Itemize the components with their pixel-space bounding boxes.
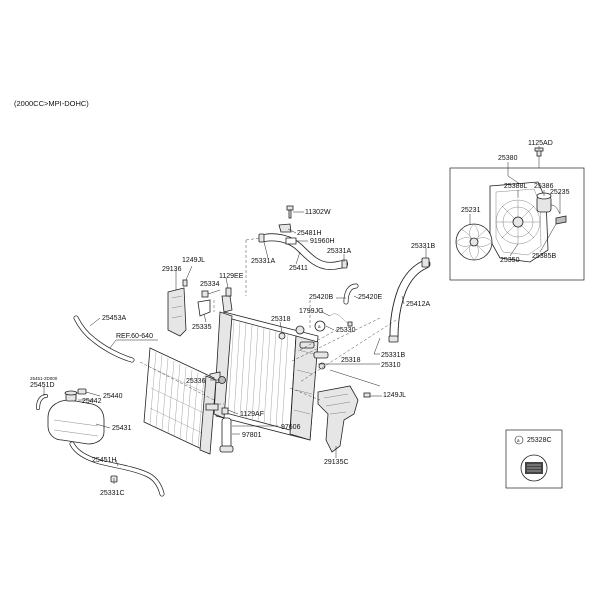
callout-25451h: 25451H bbox=[92, 457, 117, 464]
callout-25335: 25335 bbox=[192, 324, 212, 331]
callout-25331b-mid: 25331B bbox=[381, 352, 405, 359]
callout-1249jl-right: 1249JL bbox=[383, 392, 406, 399]
radiator bbox=[213, 311, 329, 441]
callout-91960h: 91960H bbox=[310, 238, 335, 245]
fan-connector bbox=[555, 215, 567, 225]
reservoir-tank bbox=[47, 390, 105, 445]
callout-25380: 25380 bbox=[498, 155, 518, 162]
callout-25331a-right: 25331A bbox=[327, 248, 351, 255]
callout-25350: 25350 bbox=[500, 257, 520, 264]
callout-97606: 97606 bbox=[281, 424, 301, 431]
radiator-cap-marker: a bbox=[318, 324, 321, 329]
callout-25331b-top: 25331B bbox=[411, 243, 435, 250]
label-25328c-box: a bbox=[505, 429, 563, 489]
fan-assembly bbox=[449, 147, 585, 281]
callout-25318-top: 25318 bbox=[271, 316, 291, 323]
callout-25431: 25431 bbox=[112, 425, 132, 432]
callout-11302w: 11302W bbox=[305, 209, 331, 216]
code-25451-2d000: 25451-2D000 bbox=[30, 376, 58, 381]
callout-25330: 25330 bbox=[336, 327, 356, 334]
callout-25451d: 25451D bbox=[30, 382, 55, 389]
callout-25331a-left: 25331A bbox=[251, 258, 275, 265]
callout-25331c: 25331C bbox=[100, 490, 125, 497]
header-text: (2000CC>MPI-DOHC) bbox=[14, 99, 89, 108]
callout-labels: 1125AD 25380 25388L 25386 25235 25231 25… bbox=[30, 140, 570, 497]
callout-25442: 25442 bbox=[82, 398, 102, 405]
condenser bbox=[143, 347, 234, 455]
callout-25318-bottom: 25318 bbox=[341, 357, 361, 364]
callout-25420b: 25420B bbox=[309, 294, 333, 301]
air-guard-right bbox=[317, 385, 359, 453]
callout-25420e: 25420E bbox=[358, 294, 382, 301]
box-marker: a bbox=[517, 438, 520, 443]
callout-25386: 25386 bbox=[534, 183, 554, 190]
callout-1249jl-left: 1249JL bbox=[182, 257, 205, 264]
ref-label: REF.60-640 bbox=[116, 333, 153, 340]
callout-25412a: 25412A bbox=[406, 301, 430, 308]
air-guard-left bbox=[167, 287, 187, 337]
reservoir-hose bbox=[69, 441, 165, 497]
callout-25231: 25231 bbox=[461, 207, 481, 214]
callout-1799jg: 1799JG bbox=[299, 308, 324, 315]
callout-25385b: 25385B bbox=[532, 253, 556, 260]
fan-blade bbox=[455, 223, 493, 261]
callout-25328c: 25328C bbox=[527, 437, 552, 444]
callout-29136: 29136 bbox=[162, 266, 182, 273]
callout-1129ee: 1129EE bbox=[219, 273, 244, 280]
callout-1125ad: 1125AD bbox=[528, 140, 553, 147]
callout-97801: 97801 bbox=[242, 432, 262, 439]
callout-25334: 25334 bbox=[200, 281, 220, 288]
callout-25411: 25411 bbox=[289, 265, 308, 272]
callout-25336: 25336 bbox=[186, 378, 206, 385]
leader-lines bbox=[43, 146, 561, 484]
callout-25440: 25440 bbox=[103, 393, 123, 400]
callout-25481h: 25481H bbox=[297, 230, 322, 237]
callout-25453a: 25453A bbox=[102, 315, 126, 322]
callout-25310: 25310 bbox=[381, 362, 401, 369]
callout-1129af: 1129AF bbox=[240, 411, 264, 418]
callout-25235: 25235 bbox=[550, 189, 570, 196]
callout-29135c: 29135C bbox=[324, 459, 349, 466]
callout-25388l: 25388L bbox=[504, 183, 527, 190]
